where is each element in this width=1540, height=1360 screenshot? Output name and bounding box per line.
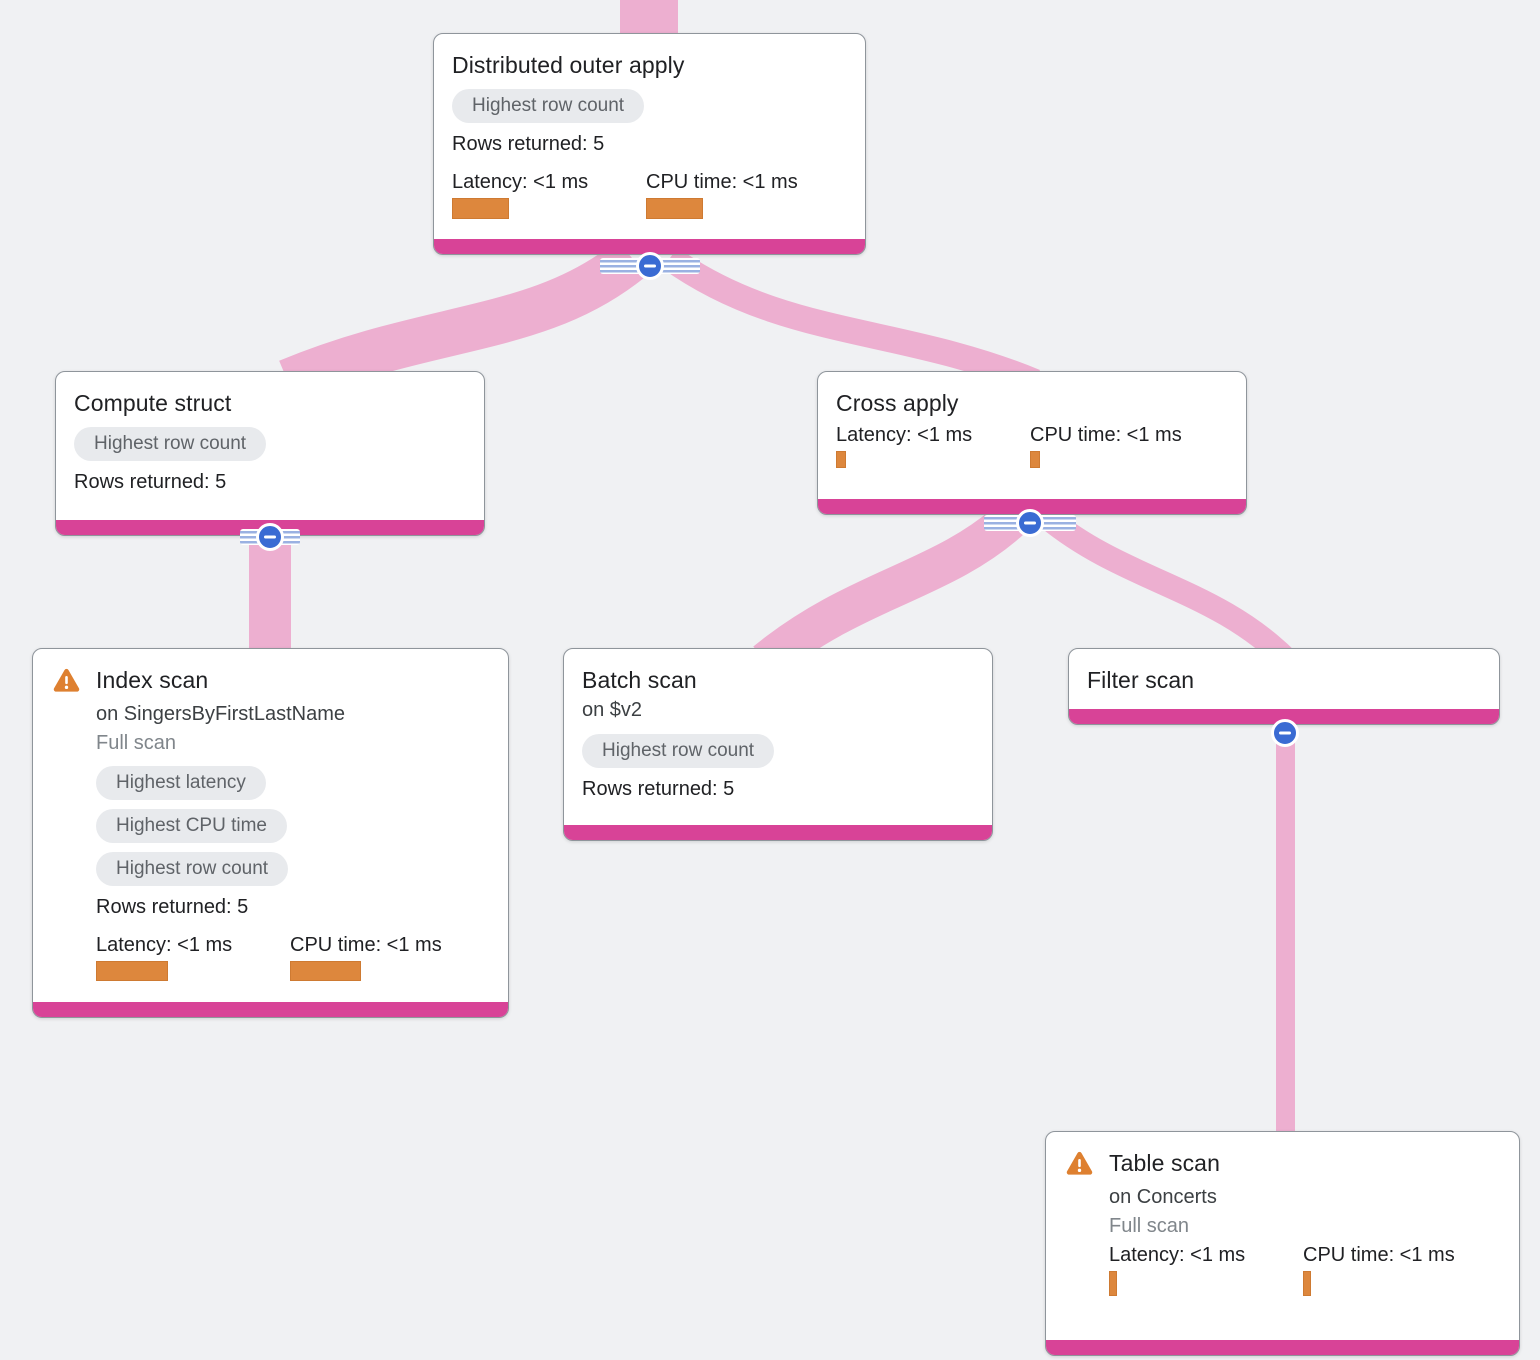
cpu-time-bar: [290, 961, 361, 981]
badge-highest-row-count: Highest row count: [582, 734, 775, 768]
node-filter-scan[interactable]: Filter scan: [1068, 648, 1500, 725]
rows-returned-text: Rows returned: 5: [452, 133, 605, 155]
node-accent-bar: [818, 499, 1246, 514]
minus-icon: [636, 252, 664, 280]
latency-label: Latency: <1 ms: [1109, 1244, 1246, 1266]
node-accent-bar: [33, 1002, 508, 1017]
node-title: Filter scan: [1087, 667, 1195, 693]
node-title: Index scan: [96, 667, 209, 693]
node-accent-bar: [564, 825, 992, 840]
node-index-scan[interactable]: Index scan on SingersByFirstLastName Ful…: [32, 648, 509, 1018]
latency-bar: [1109, 1271, 1117, 1296]
node-distributed-outer-apply[interactable]: Distributed outer apply Highest row coun…: [433, 33, 866, 255]
collapse-button-compute-struct[interactable]: [240, 523, 300, 551]
node-table-scan[interactable]: Table scan on Concerts Full scan Latency…: [1045, 1131, 1520, 1356]
node-title: Cross apply: [836, 390, 959, 416]
node-title: Compute struct: [74, 390, 232, 416]
collapse-button-filter-scan[interactable]: [1271, 719, 1299, 747]
cpu-time-bar: [646, 198, 703, 219]
minus-icon: [1016, 509, 1044, 537]
scan-type-text: Full scan: [96, 732, 177, 754]
edge-compute-struct-to-index-scan: [249, 538, 291, 660]
edge-filter-scan-to-table-scan: [1276, 738, 1295, 1138]
node-target: on SingersByFirstLastName: [96, 703, 345, 725]
node-target: on Concerts: [1109, 1186, 1217, 1208]
cpu-time-label: CPU time: <1 ms: [1303, 1244, 1455, 1266]
minus-icon: [256, 523, 284, 551]
node-batch-scan[interactable]: Batch scan on $v2 Highest row count Rows…: [563, 648, 993, 841]
warning-icon: [53, 668, 80, 698]
badge-highest-latency: Highest latency: [96, 766, 266, 800]
rows-returned-text: Rows returned: 5: [96, 896, 249, 918]
latency-label: Latency: <1 ms: [96, 934, 233, 956]
node-title: Table scan: [1109, 1150, 1220, 1176]
latency-label: Latency: <1 ms: [452, 171, 589, 193]
cpu-time-label: CPU time: <1 ms: [290, 934, 442, 956]
edge-distributed-outer-apply-to-cross-apply: [662, 247, 1040, 395]
node-title: Distributed outer apply: [452, 52, 685, 78]
cpu-time-bar: [1303, 1271, 1311, 1296]
rows-returned-text: Rows returned: 5: [74, 471, 227, 493]
node-accent-bar: [1046, 1340, 1519, 1355]
rows-returned-text: Rows returned: 5: [582, 778, 735, 800]
node-target: on $v2: [582, 699, 643, 721]
badge-highest-row-count: Highest row count: [96, 852, 289, 886]
latency-bar: [452, 198, 509, 219]
cpu-time-bar: [1030, 451, 1040, 468]
badge-highest-cpu-time: Highest CPU time: [96, 809, 287, 843]
latency-label: Latency: <1 ms: [836, 424, 973, 446]
badge-highest-row-count: Highest row count: [74, 427, 267, 461]
cpu-time-label: CPU time: <1 ms: [1030, 424, 1182, 446]
badge-highest-row-count: Highest row count: [452, 89, 645, 123]
scan-type-text: Full scan: [1109, 1215, 1190, 1237]
edge-cross-apply-to-filter-scan: [1040, 508, 1298, 671]
latency-bar: [96, 961, 168, 981]
node-accent-bar: [1069, 709, 1499, 724]
node-cross-apply[interactable]: Cross apply Latency: <1 ms CPU time: <1 …: [817, 371, 1247, 515]
node-accent-bar: [434, 239, 865, 254]
node-title: Batch scan: [582, 667, 697, 693]
latency-bar: [836, 451, 846, 468]
minus-icon: [1271, 719, 1299, 747]
edge-distributed-outer-apply-to-compute-struct: [279, 240, 647, 404]
warning-icon: [1066, 1151, 1093, 1181]
collapse-button-cross-apply[interactable]: [984, 509, 1076, 537]
collapse-button-distributed-outer-apply[interactable]: [600, 252, 700, 280]
edge-cross-apply-to-batch-scan: [753, 503, 1026, 678]
node-compute-struct[interactable]: Compute struct Highest row count Rows re…: [55, 371, 485, 536]
cpu-time-label: CPU time: <1 ms: [646, 171, 798, 193]
